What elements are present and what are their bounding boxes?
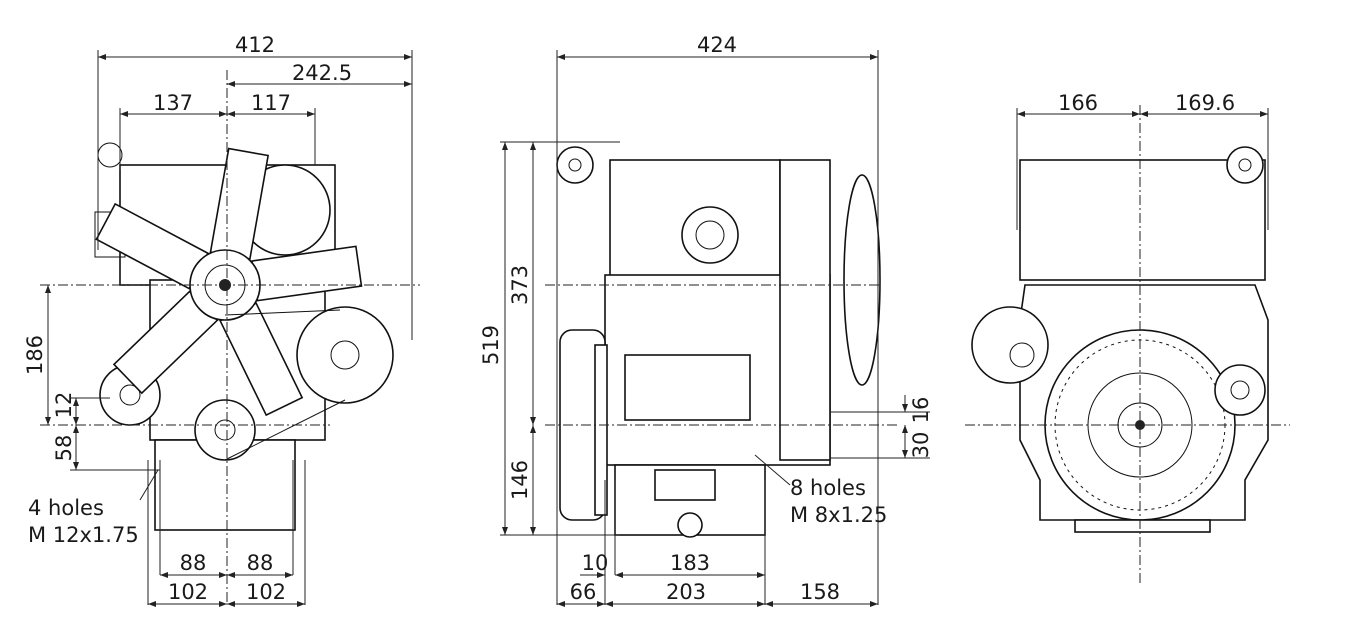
dim-10: 10 (582, 551, 609, 575)
dim-117: 117 (251, 91, 291, 115)
side-holes-thread: M 8x1.25 (790, 503, 887, 527)
dim-412: 412 (235, 33, 275, 57)
front-holes-count: 4 holes (28, 496, 104, 520)
dim-66: 66 (570, 580, 597, 604)
dim-30: 30 (909, 432, 933, 459)
dim-137: 137 (153, 91, 193, 115)
dim-203: 203 (666, 580, 706, 604)
front-engine-outline (94, 142, 394, 531)
dim-183: 183 (670, 551, 710, 575)
dim-146: 146 (508, 460, 532, 500)
side-holes-count: 8 holes (790, 476, 866, 500)
front-view: 412 242.5 137 117 186 12 58 4 holes M 12… (23, 33, 420, 607)
dim-169-6: 169.6 (1175, 91, 1235, 115)
dim-102-left: 102 (168, 580, 208, 604)
dim-16: 16 (909, 397, 933, 424)
front-holes-thread: M 12x1.75 (28, 523, 139, 547)
dim-102-right: 102 (246, 580, 286, 604)
side-engine-outline (556, 146, 881, 538)
dim-242-5: 242.5 (292, 61, 352, 85)
dim-88-right: 88 (247, 551, 274, 575)
dim-186: 186 (23, 335, 47, 375)
dim-158: 158 (800, 580, 840, 604)
dim-424: 424 (697, 33, 737, 57)
dim-58: 58 (52, 435, 76, 462)
dim-88-left: 88 (180, 551, 207, 575)
dim-12: 12 (52, 392, 76, 419)
dim-373: 373 (508, 265, 532, 305)
side-view: 424 519 373 146 16 30 8 holes M 8x1.25 1… (479, 33, 933, 607)
rear-engine-outline (971, 146, 1269, 533)
dim-519: 519 (479, 325, 503, 365)
dim-166: 166 (1058, 91, 1098, 115)
rear-view: 166 169.6 (965, 91, 1290, 585)
